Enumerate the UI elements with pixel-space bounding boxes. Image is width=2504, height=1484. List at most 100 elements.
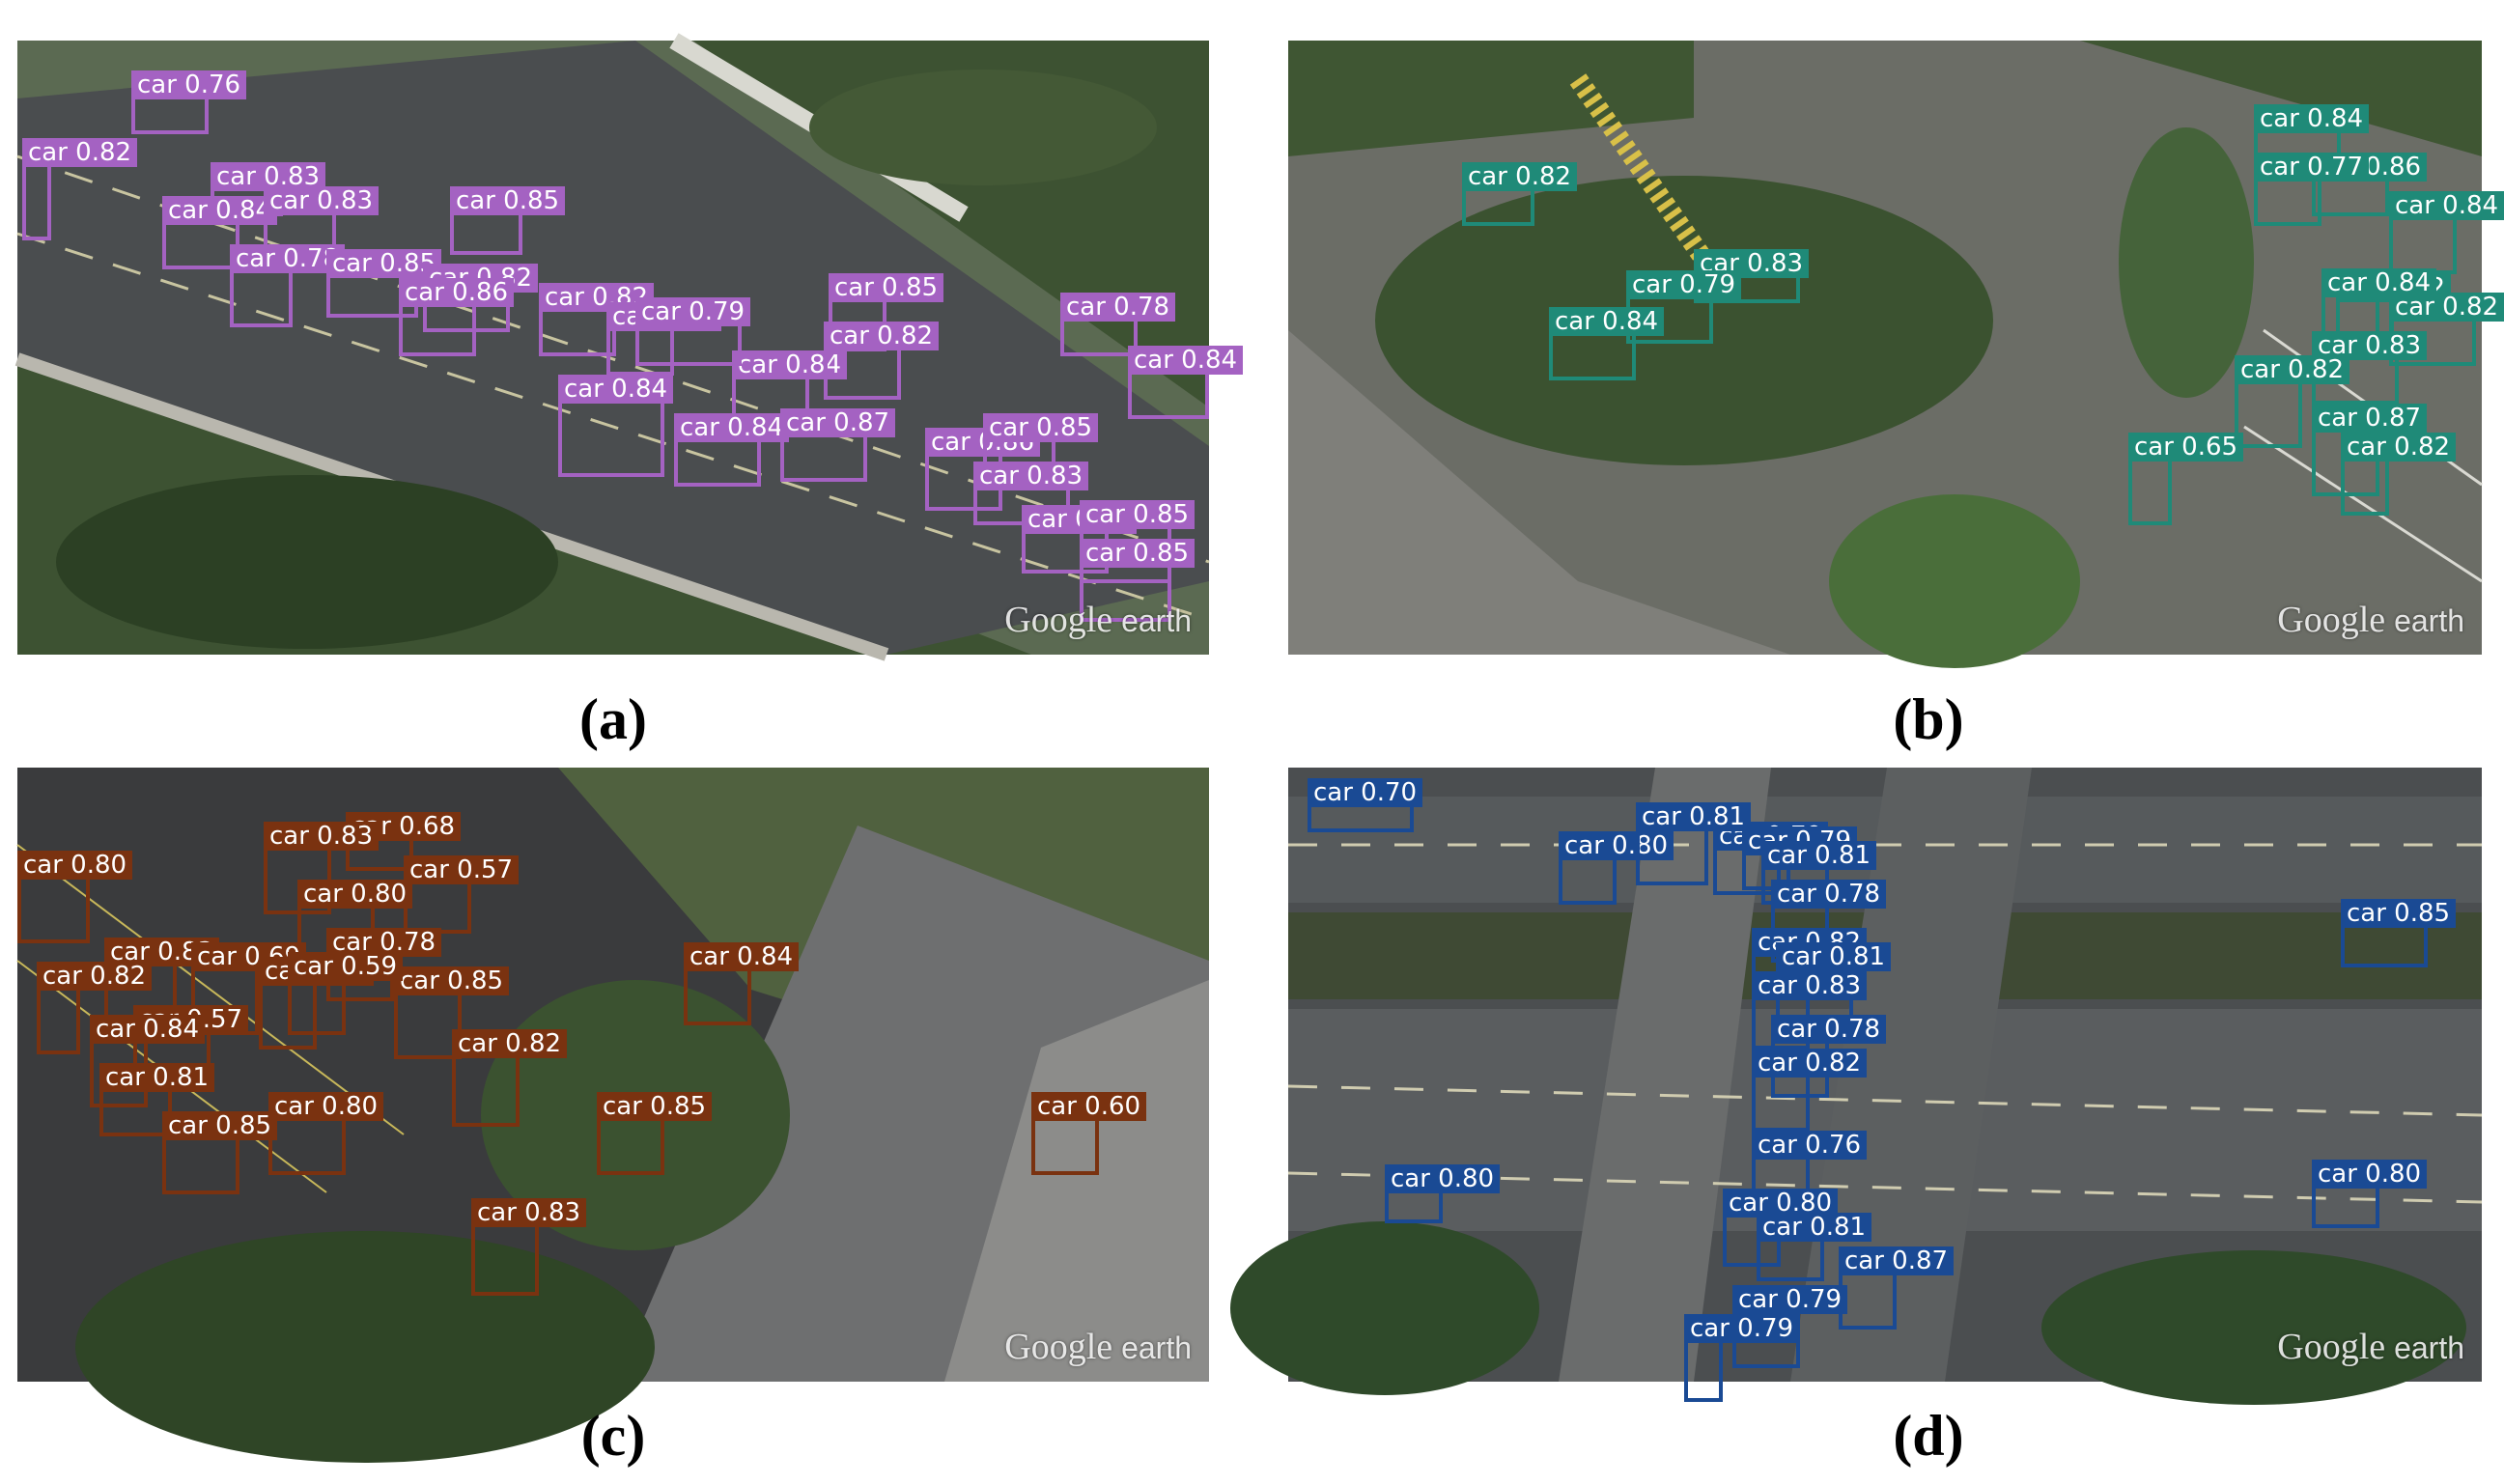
- car-detection-box: car 0.82: [1752, 1049, 1868, 1132]
- detection-label: car 0.76: [1752, 1131, 1868, 1160]
- watermark-brand: Google: [1004, 1327, 1113, 1367]
- car-detection-box: car 0.80: [268, 1092, 384, 1175]
- detection-label: car 0.76: [131, 70, 247, 99]
- detection-label: car 0.84: [674, 413, 790, 442]
- panel-d-image: car 0.70 car 0.80 car 0.79 car 0.81 car 0.79…: [1230, 768, 2483, 1405]
- detection-label: car 0.85: [983, 413, 1099, 442]
- car-detection-box: car 0.78: [1060, 293, 1176, 356]
- car-detection-box: car 0.85: [1080, 539, 1196, 622]
- detection-label: car 0.57: [404, 855, 520, 884]
- google-earth-watermark: Google earth: [1004, 1326, 1192, 1368]
- car-detection-box: car 0.79: [1626, 270, 1742, 344]
- car-detection-box: car 0.79: [635, 297, 751, 366]
- car-detection-box: car 0.84: [90, 1015, 206, 1107]
- detection-label: car 0.78: [1060, 293, 1176, 322]
- car-detection-box: car 0.84: [1549, 307, 1665, 380]
- car-detection-box: car 0.81: [99, 1063, 215, 1136]
- detection-label: car 0.85: [162, 1111, 278, 1140]
- car-detection-box: car 0.82: [452, 1029, 568, 1127]
- detection-label: car 0.81: [1757, 1213, 1872, 1242]
- detection-label: car 0.85: [1080, 539, 1196, 568]
- detection-label: car 0.78: [1771, 880, 1887, 909]
- car-detection-box: car 0.76: [131, 70, 247, 134]
- car-detection-box: car 0.84: [684, 942, 800, 1025]
- panel-d-caption: (d): [1893, 1404, 1964, 1468]
- car-detection-box: car 0.85: [1080, 500, 1196, 583]
- detection-label: car 0.87: [1839, 1246, 1955, 1275]
- detection-label: car 0.83: [2312, 331, 2428, 360]
- detection-label: car 0.82: [2341, 433, 2457, 462]
- car-detection-box: car 0.82: [2341, 433, 2457, 516]
- watermark-brand: Google: [2277, 600, 2386, 640]
- detection-label: car 0.79: [1684, 1314, 1800, 1343]
- detection-label: car 0.84: [1549, 307, 1665, 336]
- car-detection-box: car 0.82: [2389, 293, 2504, 366]
- detection-label: car 0.84: [1128, 346, 1244, 375]
- detection-label: car 0.78: [1771, 1015, 1887, 1044]
- detection-label: car 0.83: [264, 186, 380, 215]
- car-detection-box: car 0.82: [37, 962, 153, 1054]
- car-detection-box: car 0.86: [399, 278, 515, 356]
- car-detection-box: car 0.82: [1462, 162, 1578, 226]
- watermark-product: earth: [2385, 603, 2464, 638]
- detection-label: car 0.84: [2254, 104, 2370, 133]
- google-earth-watermark: Google earth: [2277, 1326, 2464, 1368]
- car-detection-box: car 0.82: [824, 322, 940, 400]
- detection-label: car 0.87: [780, 408, 896, 437]
- detection-label: car 0.82: [824, 322, 940, 350]
- aerial-highway-scene-d: [1230, 768, 2483, 1405]
- detection-label: car 0.82: [539, 283, 655, 312]
- car-detection-box: car 0.85: [162, 1111, 278, 1194]
- car-detection-box: car 0.83: [2312, 331, 2428, 405]
- watermark-product: earth: [1112, 1330, 1192, 1365]
- car-detection-box: car 0.81: [1636, 802, 1752, 885]
- detection-label: car 0.79: [1732, 1285, 1848, 1314]
- aerial-parking-scene-b: [1288, 41, 2483, 668]
- detection-label: car 0.84: [558, 375, 674, 404]
- detection-label: car 0.81: [1776, 942, 1892, 971]
- car-detection-box: car 0.86: [2312, 153, 2428, 216]
- detection-label: car 0.85: [2341, 899, 2457, 928]
- car-detection-box: car 0.85: [394, 966, 510, 1059]
- detection-label: car 0.81: [1761, 841, 1877, 870]
- detection-label: car 0.79: [1626, 270, 1742, 299]
- car-detection-box: car 0.82: [539, 283, 655, 356]
- car-detection-box: car 0.83: [1694, 249, 1810, 303]
- detection-label: car 0.82: [1462, 162, 1578, 191]
- detection-label: car 0.85: [829, 273, 944, 302]
- watermark-brand: Google: [1004, 600, 1113, 640]
- car-detection-box: car 0.59: [288, 952, 404, 1035]
- detection-label: car 0.80: [1385, 1164, 1501, 1193]
- car-detection-box: car 0.85: [2341, 899, 2457, 967]
- car-detection-box: car 0.82: [2235, 355, 2350, 448]
- detection-label: car 0.82: [2389, 293, 2504, 322]
- car-detection-box: car 0.84: [558, 375, 674, 477]
- detection-label: car 0.85: [450, 186, 566, 215]
- car-detection-box: car 0.78: [230, 244, 346, 327]
- car-detection-box: car 0.76: [1752, 1131, 1868, 1214]
- detection-label: car 0.83: [1752, 971, 1868, 1000]
- car-detection-box: car 0.83: [471, 1198, 587, 1296]
- watermark-brand: Google: [2277, 1327, 2386, 1367]
- detection-label: car 0.82: [1752, 1049, 1868, 1078]
- car-detection-box: car 0.65: [2128, 433, 2244, 525]
- car-detection-box: car 0.80: [297, 880, 413, 963]
- detection-label: car 0.80: [2312, 1160, 2428, 1189]
- car-detection-box: car 0.82: [22, 138, 138, 240]
- google-earth-watermark: Google earth: [2277, 599, 2464, 641]
- car-detection-box: car 0.84: [674, 413, 790, 487]
- detection-label: car 0.82: [2235, 355, 2350, 384]
- detection-label: car 0.83: [973, 462, 1089, 490]
- detection-label: car 0.82: [37, 962, 153, 991]
- watermark-product: earth: [1112, 603, 1192, 638]
- detection-label: car 0.83: [1694, 249, 1810, 278]
- car-detection-box: car 0.83: [264, 186, 380, 255]
- detection-label: car 0.86: [925, 428, 1041, 457]
- detection-label: car 0.85: [326, 249, 442, 278]
- car-detection-box: car 0.78: [1771, 1015, 1887, 1098]
- panel-a-image: car 0.76 car 0.82 car 0.83 car 0.84 car 0.85…: [14, 33, 1244, 661]
- detection-label: car 0.70: [1308, 778, 1423, 807]
- detection-label: car 0.87: [2312, 404, 2428, 433]
